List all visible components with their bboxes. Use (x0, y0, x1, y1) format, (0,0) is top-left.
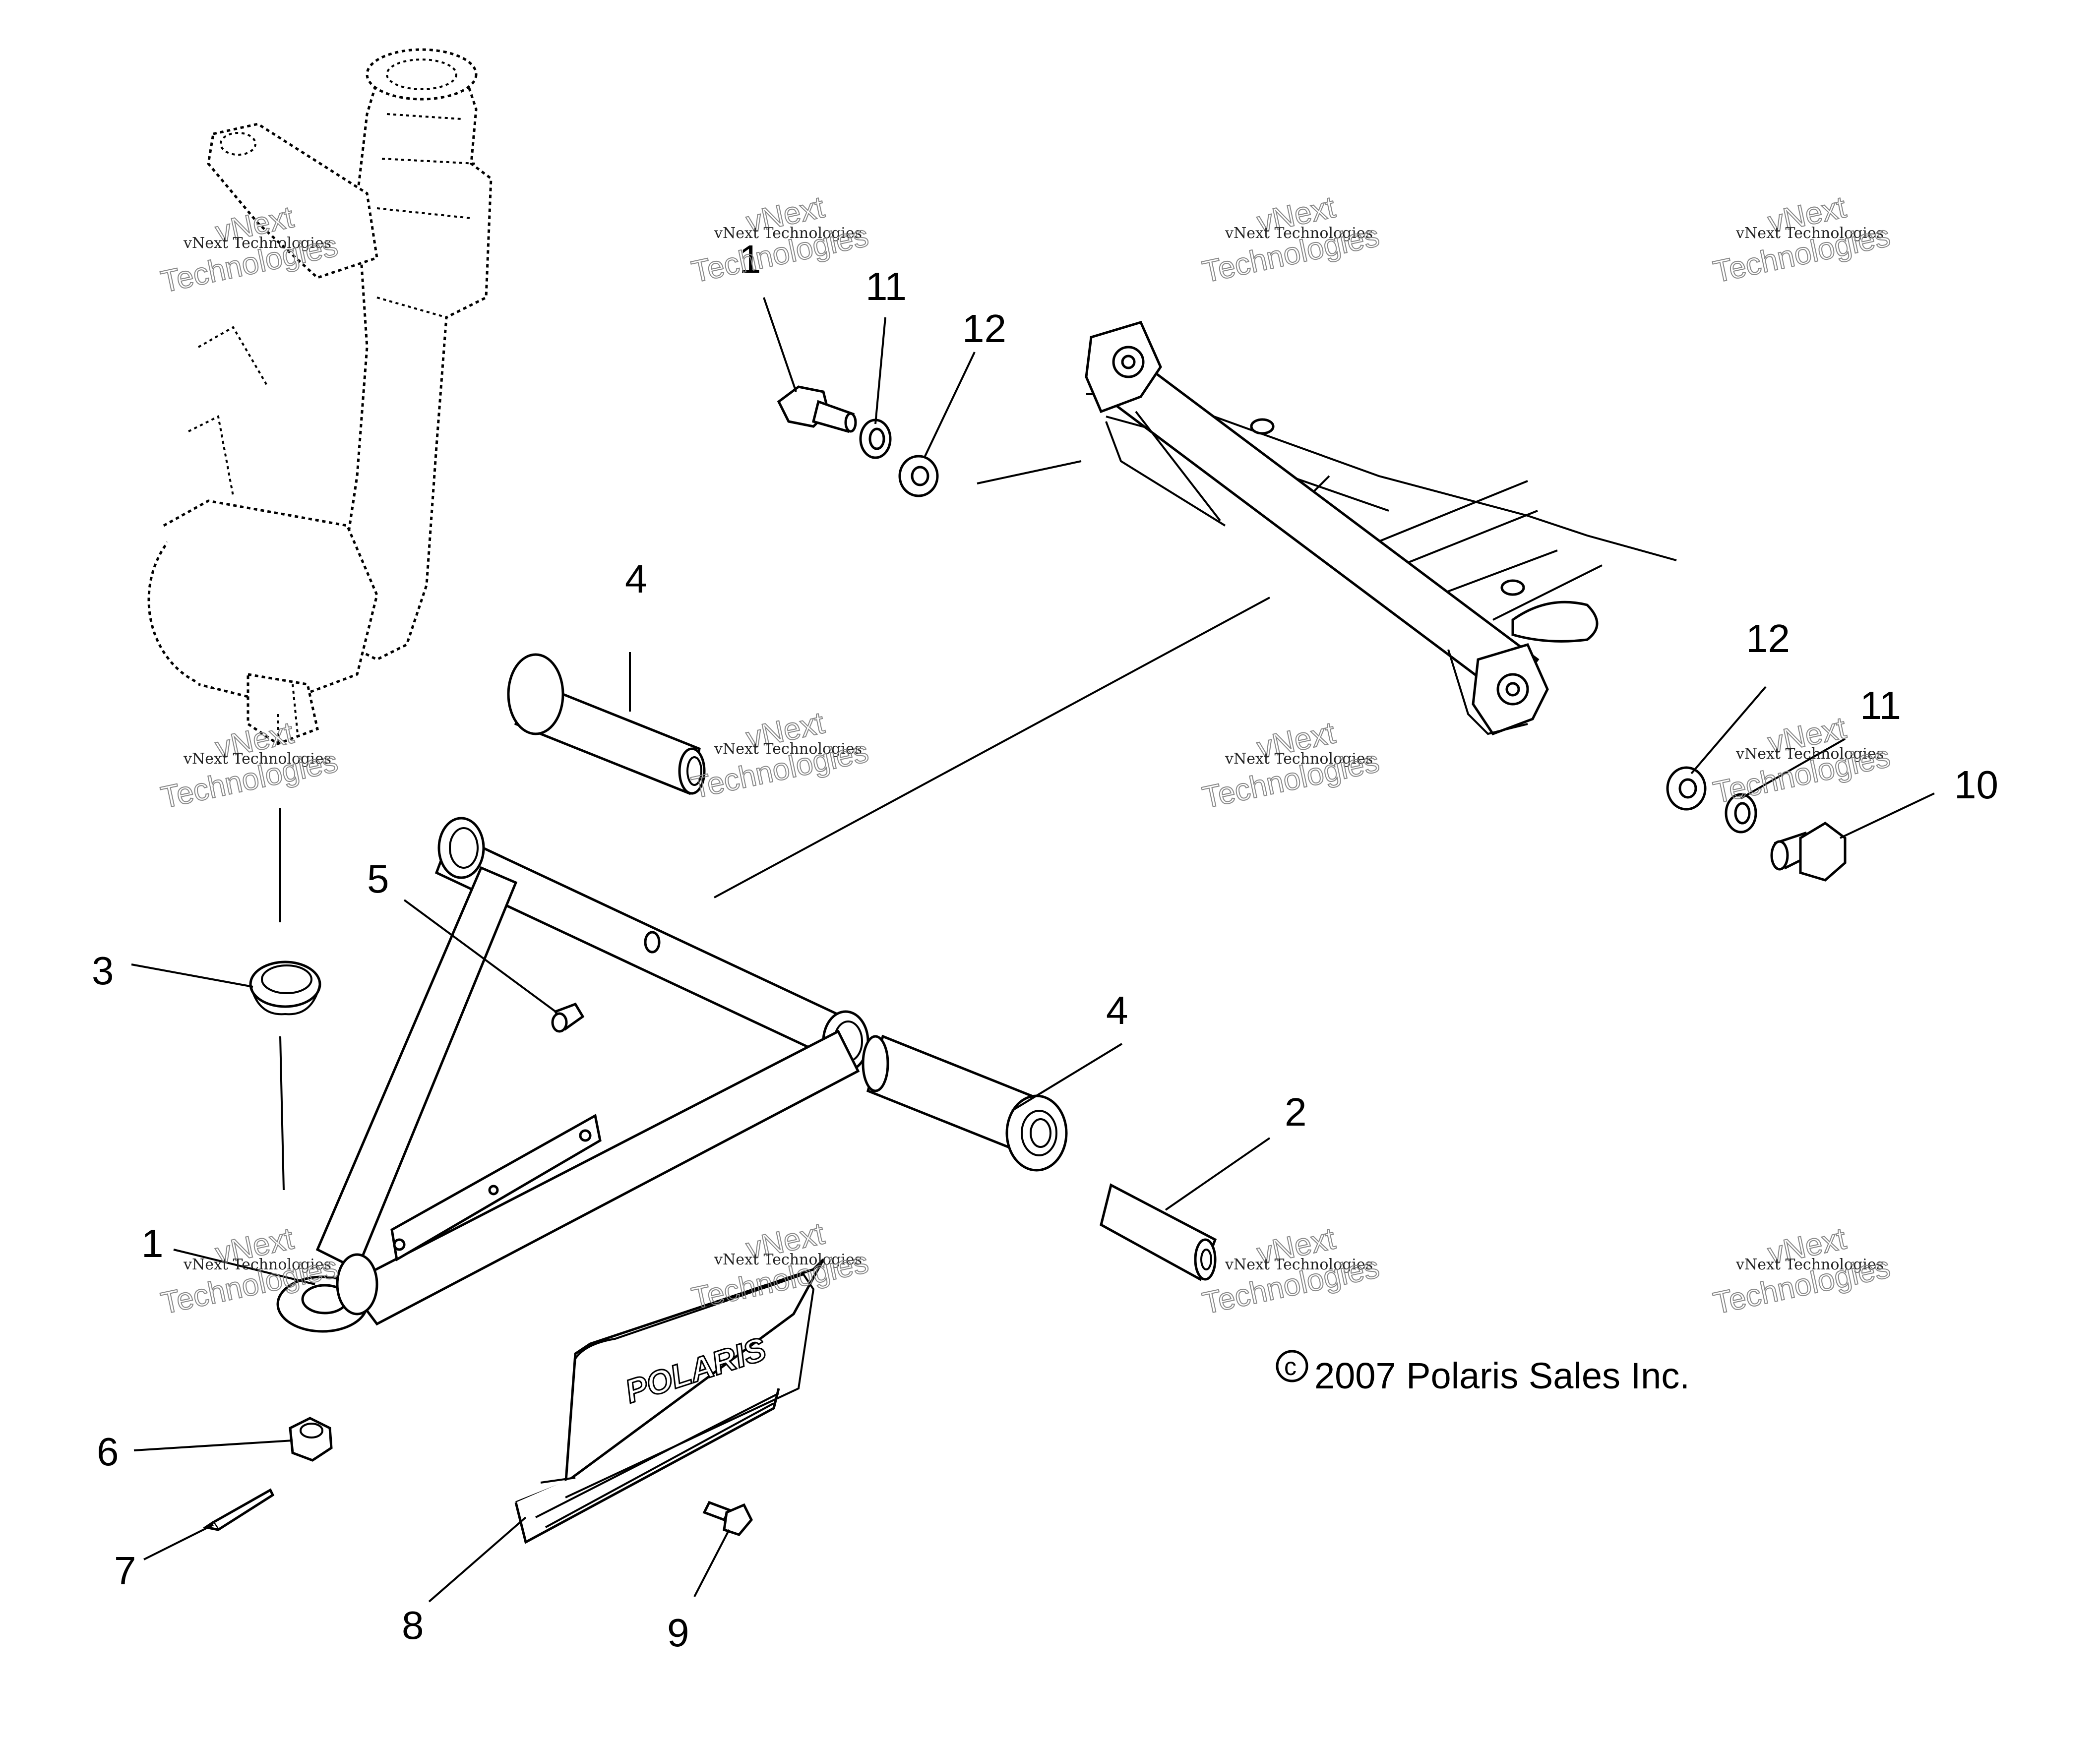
watermark: vNext vNext Technologies Technologies (1710, 1221, 1894, 1321)
grease-fitting-5 (551, 1002, 585, 1033)
frame-bracket-assembly (1085, 320, 1677, 736)
cotter-pin-7 (202, 1488, 275, 1532)
callout-12-front: 12 (962, 306, 1006, 351)
callouts: 1 11 12 4 5 3 4 2 1 6 7 8 9 12 11 10 (92, 237, 1998, 1655)
watermark: vNext vNext Technologies Technologies (158, 715, 341, 815)
svg-text:vNext Technologies: vNext Technologies (1735, 745, 1884, 763)
leader-lines (131, 297, 1935, 1603)
watermark: vNext vNext Technologies Technologies (1199, 189, 1383, 290)
skid-guard-8: POLARIS (514, 1259, 825, 1544)
bolt-10-rear (1770, 821, 1847, 882)
callout-11-rear: 11 (1860, 683, 1901, 727)
pivot-tube-4-upper (507, 653, 706, 795)
washer-12-front (898, 455, 939, 497)
lock-washer-11-rear (1725, 793, 1757, 834)
watermark: vNext vNext Technologies Technologies (1199, 715, 1383, 815)
callout-10-front: 1 (739, 237, 761, 281)
watermark: vNext vNext Technologies Technologies (688, 705, 872, 805)
watermark: vNext vNext Technologies Technologies (688, 189, 872, 290)
a-arm (276, 817, 869, 1333)
callout-11-front: 11 (865, 264, 907, 308)
svg-text:vNext Technologies: vNext Technologies (1225, 225, 1373, 242)
callout-10-rear: 10 (1954, 763, 1998, 807)
svg-text:vNext Technologies: vNext Technologies (183, 1256, 331, 1273)
svg-text:vNext Technologies: vNext Technologies (1225, 1256, 1373, 1273)
svg-text:vNext Technologies: vNext Technologies (1225, 750, 1373, 768)
svg-text:vNext Technologies: vNext Technologies (183, 750, 331, 768)
svg-text:vNext Technologies: vNext Technologies (714, 740, 862, 758)
dust-boot-3 (249, 960, 321, 1016)
bolt-10-front (777, 385, 857, 433)
callout-3: 3 (92, 949, 114, 993)
copyright-symbol: c (1284, 1353, 1297, 1380)
callout-12-rear: 12 (1746, 616, 1790, 660)
svg-text:vNext Technologies: vNext Technologies (714, 1251, 862, 1268)
washer-12-rear (1666, 766, 1707, 811)
callout-4-lower: 4 (1106, 988, 1128, 1032)
svg-text:vNext Technologies: vNext Technologies (1735, 225, 1884, 242)
callout-8: 8 (402, 1603, 424, 1647)
svg-text:vNext Technologies: vNext Technologies (183, 235, 331, 252)
watermark: vNext vNext Technologies Technologies (1710, 189, 1894, 290)
nut-6 (289, 1417, 333, 1462)
pivot-tube-4-lower (862, 1034, 1068, 1172)
steering-knuckle (147, 48, 493, 745)
callout-2: 2 (1285, 1090, 1307, 1134)
svg-text:vNext Technologies: vNext Technologies (714, 225, 862, 242)
copyright-notice: c 2007 Polaris Sales Inc. (1276, 1350, 1690, 1396)
bushing-2 (1100, 1183, 1217, 1281)
watermark: vNext vNext Technologies Technologies (1199, 1221, 1383, 1321)
callout-6: 6 (97, 1430, 119, 1474)
copyright-text: 2007 Polaris Sales Inc. (1314, 1355, 1690, 1396)
callout-7: 7 (114, 1549, 136, 1593)
lock-washer-11-front (859, 419, 892, 459)
callout-5: 5 (367, 857, 389, 901)
svg-text:vNext Technologies: vNext Technologies (1735, 1256, 1884, 1273)
callout-4-upper: 4 (625, 557, 647, 601)
callout-1: 1 (141, 1221, 164, 1265)
callout-9: 9 (667, 1611, 689, 1655)
screw-9 (702, 1500, 753, 1536)
